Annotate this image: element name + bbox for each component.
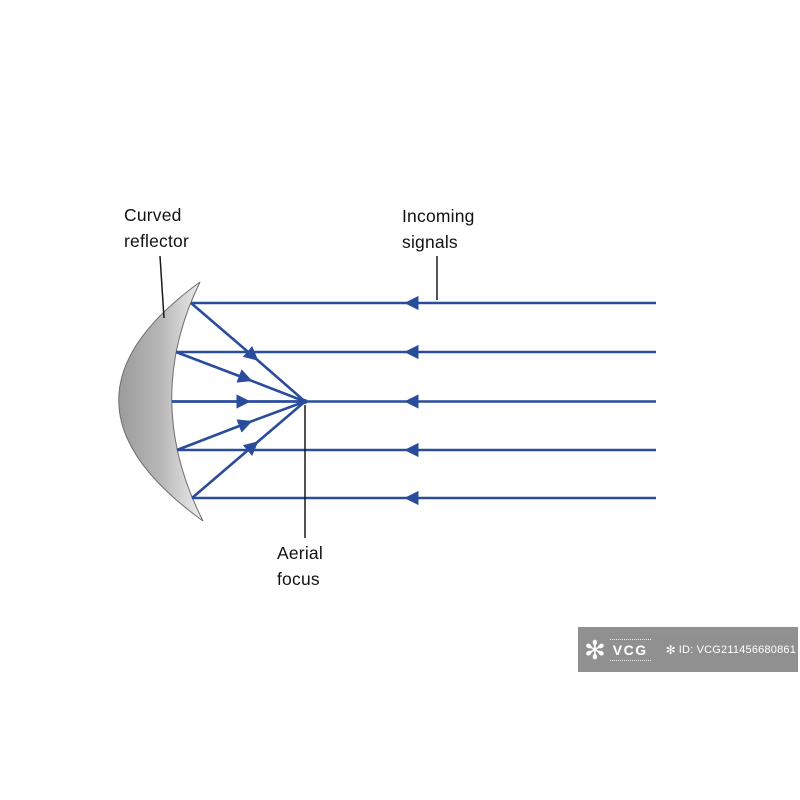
- curved-reflector-shape: [118, 281, 204, 522]
- curved-reflector-label: Curved reflector: [124, 205, 190, 251]
- vcg-brand-text: VCG: [609, 638, 651, 661]
- reflected-ray-4: [176, 400, 306, 452]
- reflected-ray-5: [191, 400, 306, 499]
- reflected-ray-2: [175, 350, 306, 403]
- reflected-ray-1: [190, 302, 306, 403]
- vcg-watermark-brand-block: ✻ VCG: [584, 637, 651, 663]
- vcg-watermark-id-block: ✻ ID: VCG211456680861: [666, 644, 796, 656]
- focus-point: [302, 399, 308, 404]
- vcg-flower-icon: ✻: [584, 634, 606, 665]
- vcg-id-text: ID: VCG211456680861: [678, 643, 797, 656]
- vcg-watermark: ✻ VCG ✻ ID: VCG211456680861: [578, 627, 798, 672]
- incoming-signals-label: Incoming signals: [402, 206, 475, 252]
- vcg-flower-icon-small: ✻: [665, 642, 676, 657]
- curved-reflector-leader-line: [159, 255, 165, 319]
- aerial-focus-label: Aerial focus: [277, 543, 323, 589]
